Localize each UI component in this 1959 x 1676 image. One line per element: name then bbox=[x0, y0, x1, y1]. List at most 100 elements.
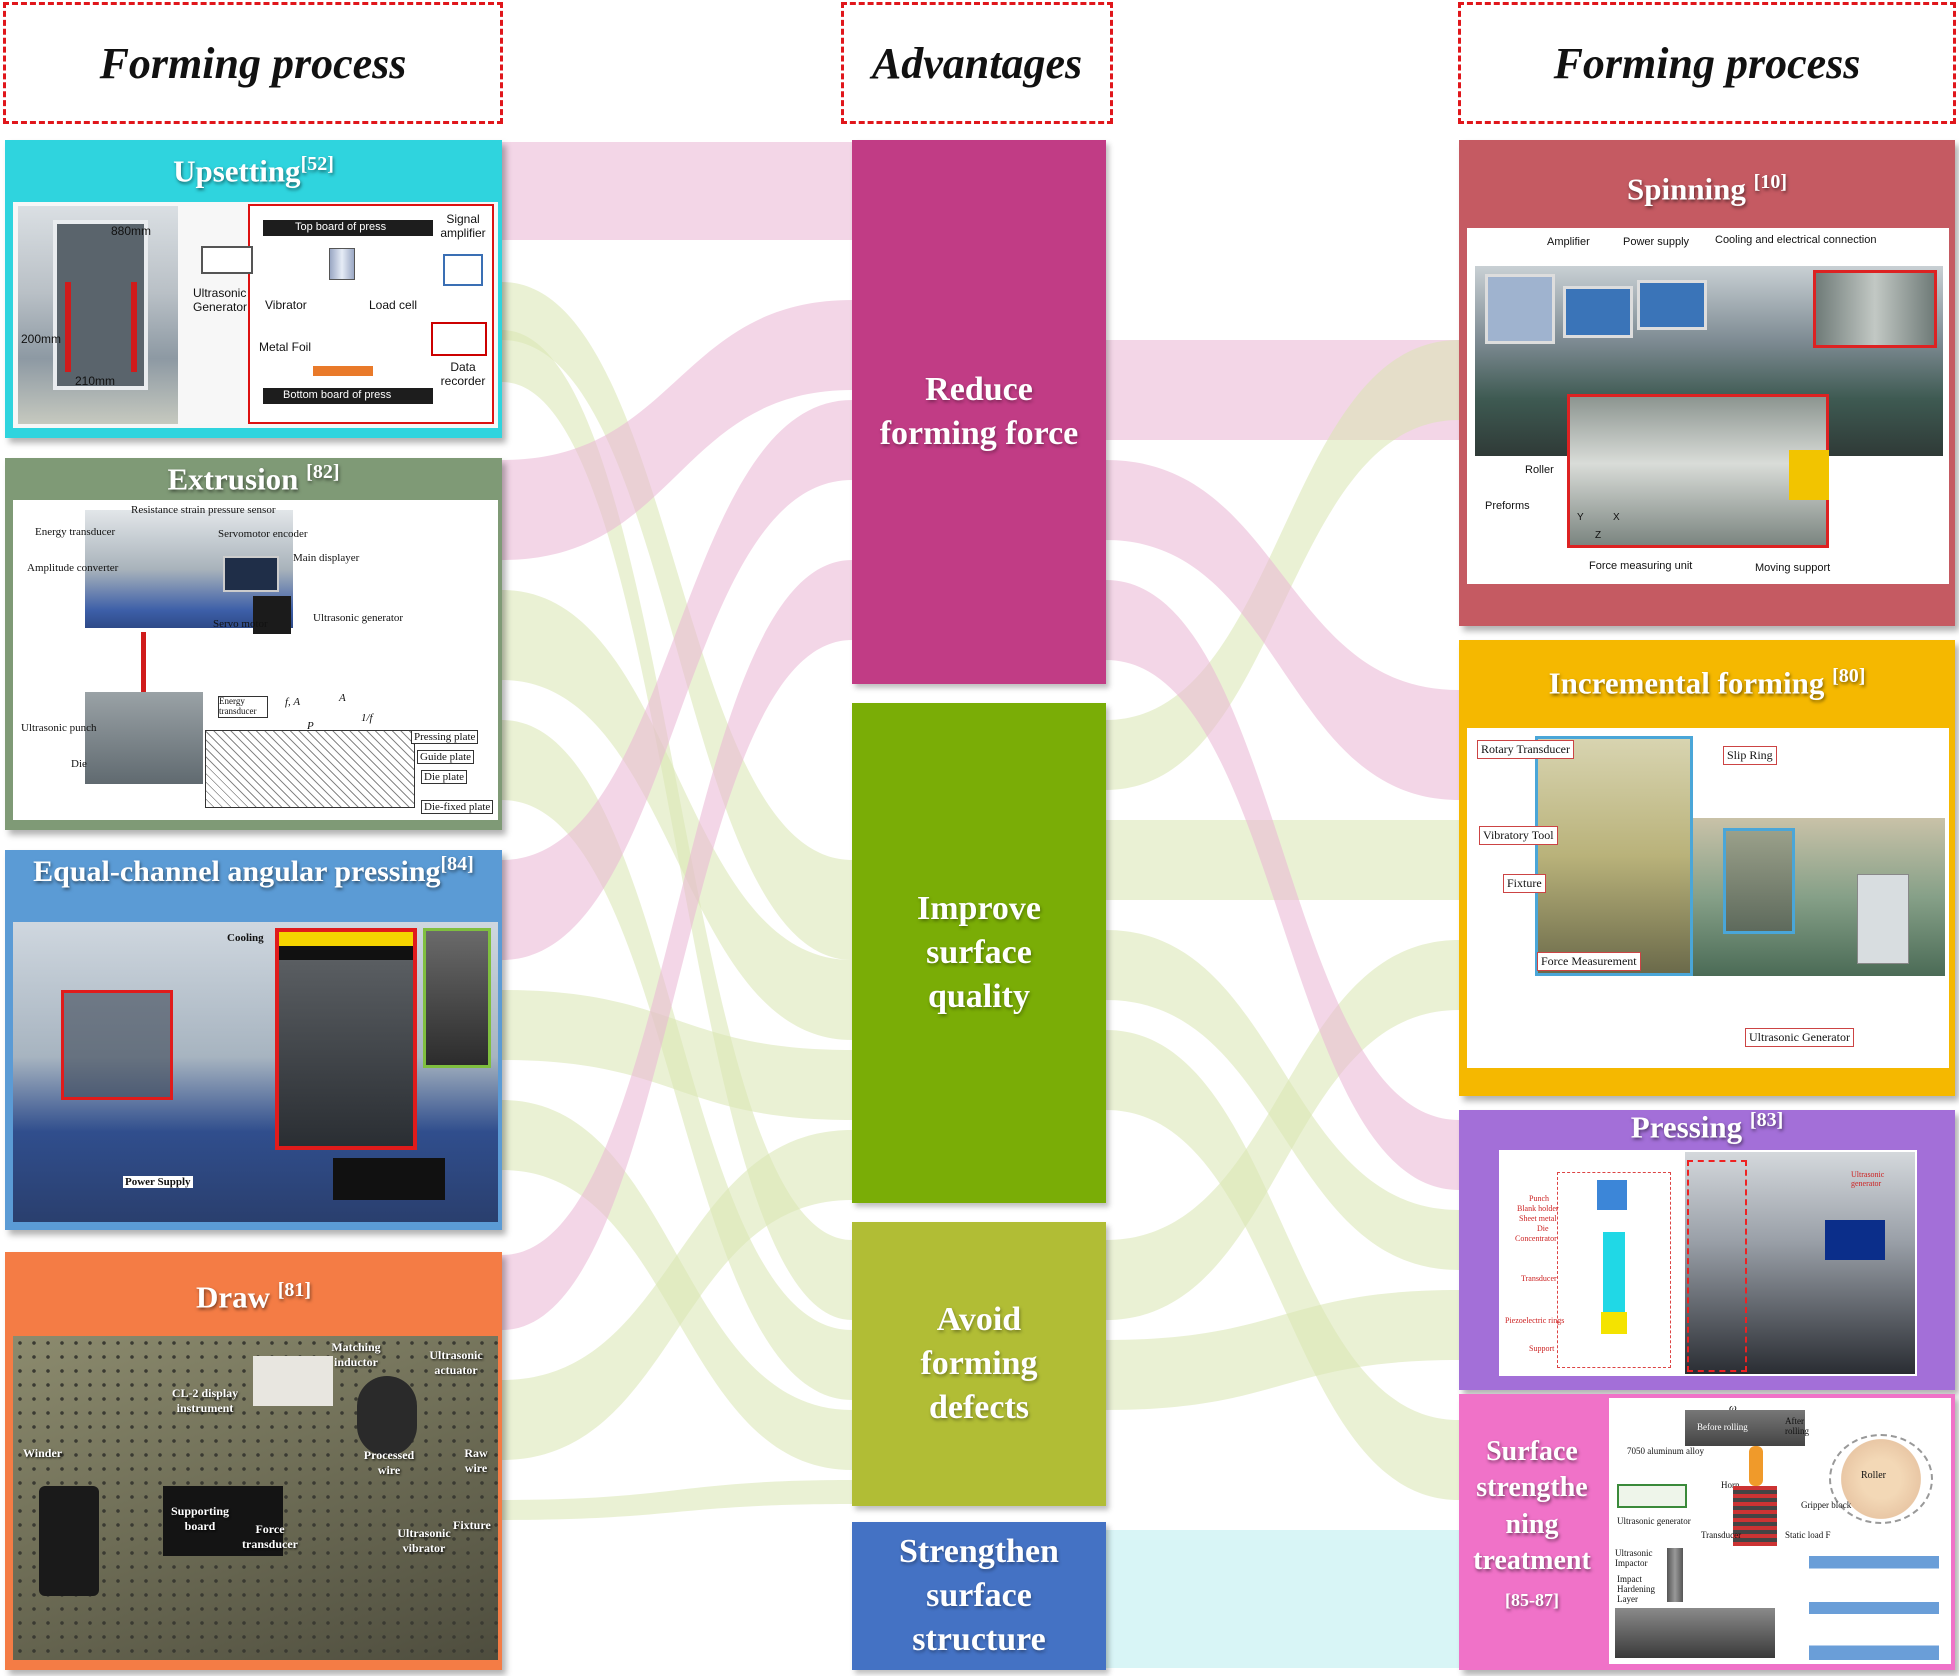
label-signal-amplifier: Signal amplifier bbox=[440, 212, 486, 240]
label-servomotor-encoder: Servomotor encoder bbox=[218, 528, 308, 540]
label-piezo: Piezoelectric rings bbox=[1505, 1316, 1565, 1325]
header-advantages: Advantages bbox=[841, 2, 1113, 124]
label-omega: ω bbox=[1729, 1402, 1737, 1414]
down-arrow bbox=[141, 632, 146, 692]
figure-ecap: Cooling Power Supply bbox=[13, 922, 498, 1222]
flow-surface-pressing bbox=[1106, 930, 1459, 1270]
label-horn: Horn bbox=[1721, 1480, 1740, 1490]
label-cooling-connection: Cooling and electrical connection bbox=[1715, 234, 1877, 246]
panel-upsetting: Upsetting[52] 880mm 200mm 210mm Top boar… bbox=[5, 140, 502, 438]
label-power-supply: Power Supply bbox=[123, 1176, 193, 1188]
label-vibratory-tool: Vibratory Tool bbox=[1479, 826, 1558, 845]
panel-draw: Draw [81] Matching inductor Ultrasonic a… bbox=[5, 1252, 502, 1670]
surface-workpiece bbox=[1615, 1608, 1775, 1658]
label-pressing-plate: Pressing plate bbox=[411, 730, 479, 744]
energy-transducer-box bbox=[218, 696, 268, 718]
ecap-machine bbox=[61, 990, 173, 1100]
incremental-machine-photo bbox=[1535, 736, 1693, 976]
label-supporting-board: Supporting board bbox=[170, 1504, 230, 1533]
press-column-right bbox=[131, 282, 137, 372]
extrusion-pc bbox=[223, 556, 279, 592]
label-force-transducer: Force transducer bbox=[242, 1522, 298, 1551]
flow-reduce-incremental bbox=[1106, 460, 1459, 800]
label-fa: f, A bbox=[285, 696, 301, 708]
spinning-yellow-part bbox=[1789, 450, 1829, 500]
label-ultrasonic-generator-press: Ultrasonic generator bbox=[1851, 1170, 1885, 1188]
label-cooling: Cooling bbox=[227, 932, 264, 944]
label-force-measuring-unit: Force measuring unit bbox=[1589, 560, 1693, 572]
label-die: Die bbox=[71, 758, 87, 770]
top-board bbox=[263, 220, 433, 236]
flow-strengthen-surface bbox=[1106, 1530, 1459, 1668]
label-raw-wire: Raw wire bbox=[464, 1446, 488, 1475]
panel-title-incremental-forming: Incremental forming [80] bbox=[1548, 665, 1866, 701]
dim-210: 210mm bbox=[75, 374, 116, 388]
label-force-measurement: Force Measurement bbox=[1537, 952, 1641, 971]
flow-draw-defects bbox=[502, 1480, 852, 1520]
label-transducer-press: Transducer bbox=[1521, 1274, 1557, 1283]
label-power-supply-spin: Power supply bbox=[1623, 236, 1690, 248]
figure-surface-strengthening: ω Before rolling After rolling 7050 alum… bbox=[1609, 1398, 1951, 1664]
pressing-machine-photo bbox=[1685, 1152, 1915, 1374]
label-data-recorder: Data recorder bbox=[440, 360, 486, 388]
advantage-reduce-forming-force: Reduce forming force bbox=[852, 140, 1106, 684]
flow-defects-pressing bbox=[1106, 1290, 1459, 1410]
panel-extrusion: Extrusion [82] Resistance strain pressur… bbox=[5, 458, 502, 830]
label-load-cell: Load cell bbox=[369, 298, 418, 312]
ecap-laptop bbox=[333, 1158, 445, 1200]
label-guide-plate: Guide plate bbox=[417, 750, 475, 764]
surface-3d-fixture bbox=[1809, 1556, 1939, 1660]
figure-draw: Matching inductor Ultrasonic actuator CL… bbox=[13, 1336, 498, 1660]
label-p: P bbox=[307, 720, 314, 732]
pressing-generator-photo bbox=[1825, 1220, 1885, 1260]
label-roller-surface: Roller bbox=[1861, 1470, 1886, 1481]
label-before-rolling: Before rolling bbox=[1697, 1422, 1748, 1432]
incremental-generator bbox=[1857, 874, 1909, 964]
panel-title-ecap: Equal-channel angular pressing[84] bbox=[33, 853, 474, 888]
surface-impactor bbox=[1667, 1548, 1683, 1602]
flow-draw-surface bbox=[502, 1130, 852, 1460]
surface-rolling-fixture bbox=[1685, 1410, 1805, 1446]
panel-title-surface-strengthening: Surface strengthe ning treatment[85-87] bbox=[1473, 1436, 1591, 1610]
ecap-roll-closeup bbox=[423, 928, 491, 1068]
surface-us-generator bbox=[1617, 1484, 1687, 1508]
label-rotary-transducer: Rotary Transducer bbox=[1477, 740, 1574, 759]
label-die-fixed-plate: Die-fixed plate bbox=[421, 800, 494, 814]
flow-extrusion-reduce bbox=[502, 300, 852, 560]
pressing-transducer bbox=[1603, 1232, 1625, 1312]
pressing-punch bbox=[1597, 1180, 1627, 1210]
dim-880: 880mm bbox=[111, 224, 152, 238]
figure-incremental-forming: Rotary Transducer Slip Ring Vibratory To… bbox=[1467, 728, 1949, 1068]
cl2-display-box bbox=[253, 1356, 333, 1406]
label-amplifier: Amplifier bbox=[1547, 236, 1590, 248]
label-energy-transducer: Energy transducer bbox=[35, 526, 116, 538]
label-static-load: Static load F bbox=[1785, 1530, 1831, 1540]
label-ultrasonic-vibrator: Ultrasonic vibrator bbox=[397, 1526, 451, 1555]
label-axis-x: X bbox=[1613, 512, 1620, 523]
bottom-board bbox=[263, 388, 433, 404]
spinning-monitor-1 bbox=[1485, 274, 1555, 344]
surface-horn bbox=[1749, 1446, 1763, 1486]
panel-title-upsetting: Upsetting[52] bbox=[173, 153, 334, 189]
label-axis-y: Y bbox=[1577, 512, 1584, 523]
flow-surface-spinning bbox=[1106, 340, 1459, 790]
label-preforms: Preforms bbox=[1485, 500, 1530, 512]
label-fixture-inc: Fixture bbox=[1503, 874, 1546, 893]
recorder-box bbox=[431, 322, 487, 356]
label-alloy: 7050 aluminum alloy bbox=[1627, 1446, 1704, 1456]
label-metal-foil: Metal Foil bbox=[259, 340, 312, 354]
surface-roller-detail bbox=[1829, 1434, 1933, 1524]
dim-200: 200mm bbox=[21, 332, 62, 346]
advantage-avoid-forming-defects: Avoid forming defects bbox=[852, 1222, 1106, 1506]
die-schematic bbox=[205, 730, 415, 808]
label-after-rolling: After rolling bbox=[1785, 1416, 1809, 1436]
vibrator-body bbox=[329, 248, 355, 280]
pressing-piezo bbox=[1601, 1312, 1627, 1334]
advantage-strengthen-surface-structure: Strengthen surface structure bbox=[852, 1522, 1106, 1670]
label-slip-ring: Slip Ring bbox=[1723, 746, 1777, 765]
flow-reduce-pressing bbox=[1106, 580, 1459, 1190]
surface-transducer bbox=[1733, 1486, 1777, 1546]
label-processed-wire: Processed wire bbox=[363, 1448, 415, 1477]
spinning-monitor-3 bbox=[1637, 280, 1707, 330]
